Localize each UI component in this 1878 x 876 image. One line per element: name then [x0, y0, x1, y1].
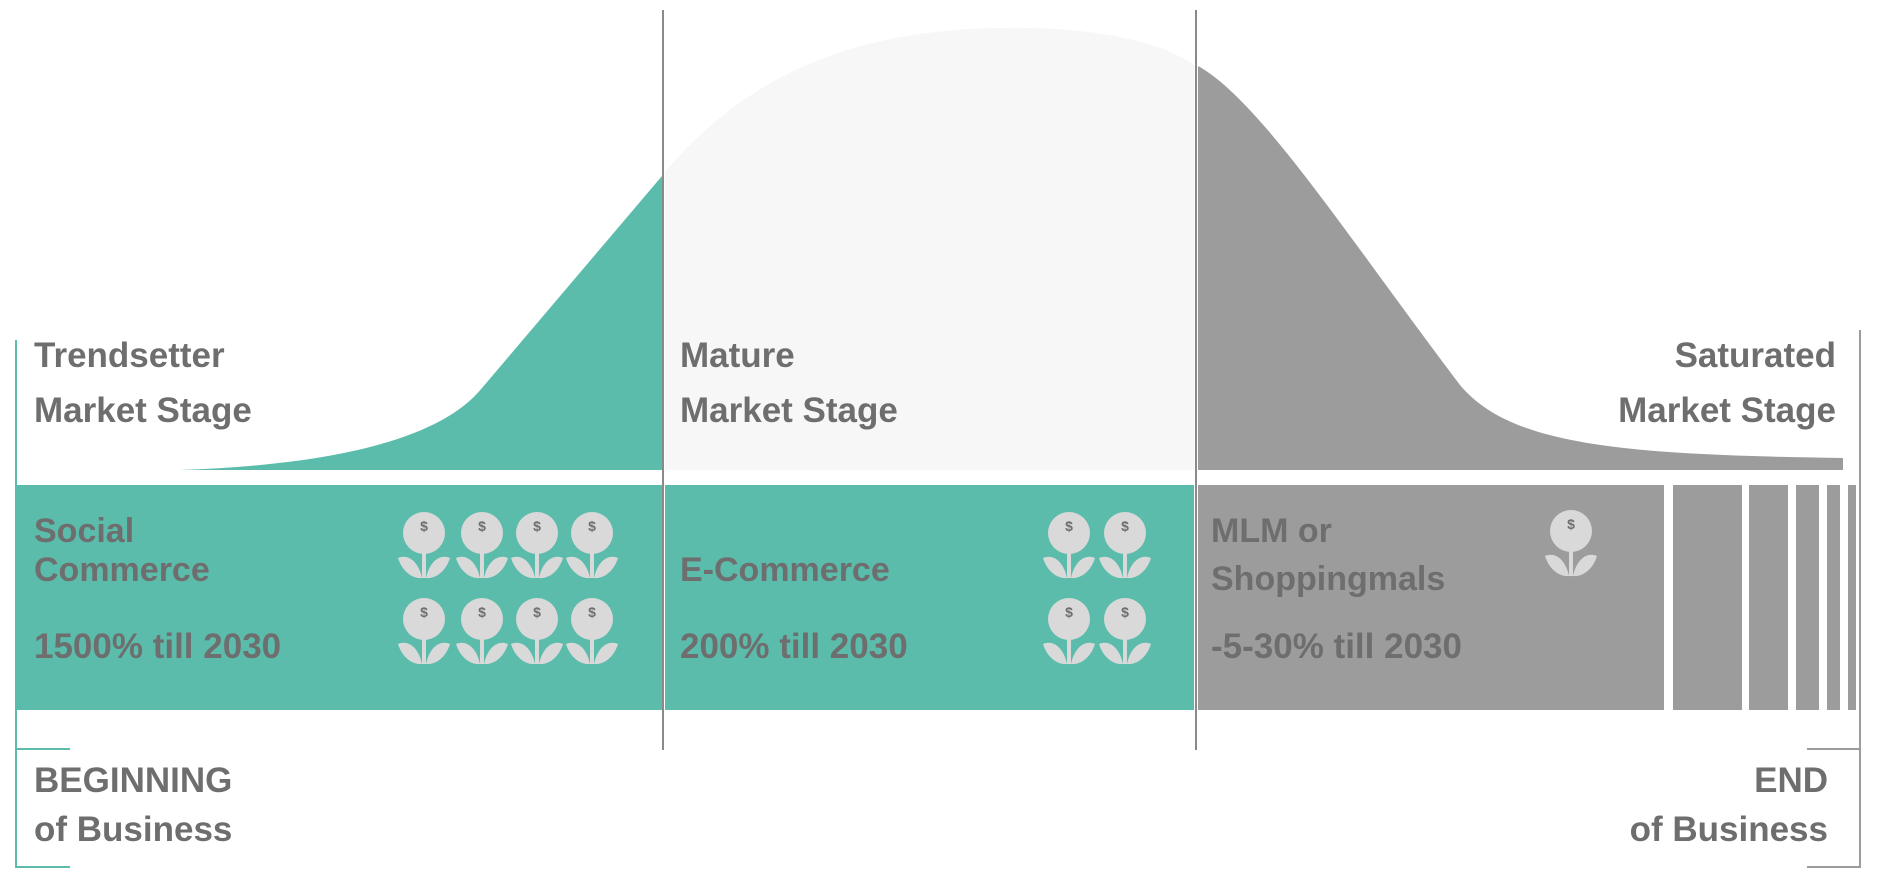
segment-2-growth: 200% till 2030 [680, 627, 908, 666]
segment-1-growth: 1500% till 2030 [34, 627, 282, 666]
segment-3-name-line1: MLM or [1211, 512, 1332, 550]
dollar-sign: $ [420, 604, 428, 620]
money-flower-icon: $ [456, 512, 508, 579]
dollar-sign: $ [1121, 604, 1129, 620]
dollar-sign: $ [1065, 604, 1073, 620]
dollar-sign: $ [478, 604, 486, 620]
money-flower-icon: $ [566, 512, 618, 579]
beginning-line1: BEGINNING [34, 761, 233, 800]
money-flower-icon: $ [1545, 510, 1597, 577]
stage-2-line2: Market Stage [680, 391, 898, 430]
money-flower-icons: $ $ $ $ $ $ $ $ $ $ $ $ $ [398, 510, 1597, 665]
end-line2: of Business [1629, 810, 1828, 849]
fade-stripe-2 [1749, 485, 1788, 710]
dollar-sign: $ [1567, 516, 1575, 532]
dollar-sign: $ [1065, 518, 1073, 534]
dollar-sign: $ [588, 518, 596, 534]
stage-3-line1: Saturated [1674, 336, 1836, 375]
segment-3-name-line2: Shoppingmals [1211, 560, 1446, 598]
money-flower-icon: $ [1043, 512, 1095, 579]
money-flower-icon: $ [456, 598, 508, 665]
stage-1-line2: Market Stage [34, 391, 252, 430]
stage-1-line1: Trendsetter [34, 336, 225, 375]
end-line1: END [1754, 761, 1828, 800]
dollar-sign: $ [533, 604, 541, 620]
dollar-sign: $ [478, 518, 486, 534]
money-flower-icon: $ [398, 512, 450, 579]
curve-saturated [1198, 66, 1843, 470]
money-flower-icon: $ [398, 598, 450, 665]
money-flower-icon: $ [1099, 512, 1151, 579]
segment-1-name-line2: Commerce [34, 551, 210, 589]
money-flower-icon: $ [511, 598, 563, 665]
stage-2-line1: Mature [680, 336, 795, 375]
segment-1-name-line1: Social [34, 512, 135, 550]
fade-stripe-4 [1827, 485, 1840, 710]
dollar-sign: $ [533, 518, 541, 534]
curve-mature [665, 27, 1194, 470]
stage-3-line2: Market Stage [1618, 391, 1836, 430]
curve-trendsetter [180, 176, 662, 470]
dollar-sign: $ [1121, 518, 1129, 534]
dollar-sign: $ [588, 604, 596, 620]
fade-stripe-1 [1673, 485, 1742, 710]
dollar-sign: $ [420, 518, 428, 534]
bar-e-commerce [665, 485, 1194, 710]
beginning-line2: of Business [34, 810, 233, 849]
fade-stripe-5 [1848, 485, 1856, 710]
money-flower-icon: $ [511, 512, 563, 579]
segment-2-name: E-Commerce [680, 551, 890, 589]
segment-3-growth: -5-30% till 2030 [1211, 627, 1462, 666]
money-flower-icon: $ [1043, 598, 1095, 665]
money-flower-icon: $ [566, 598, 618, 665]
money-flower-icon: $ [1099, 598, 1151, 665]
fade-stripe-3 [1796, 485, 1819, 710]
